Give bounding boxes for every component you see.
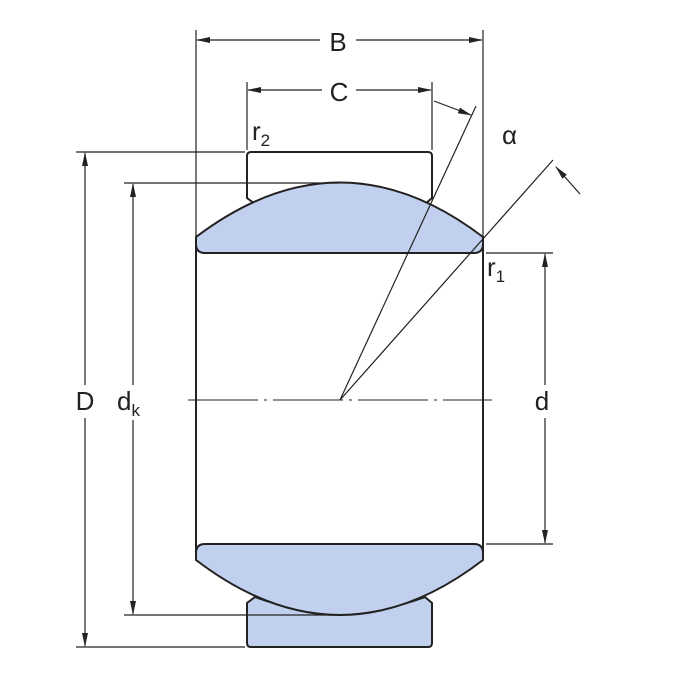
dimension-B <box>195 30 484 237</box>
dimension-D <box>76 151 245 648</box>
label-B: B <box>329 27 346 57</box>
inner-ring-top-section <box>195 181 484 254</box>
dimension-dk <box>124 182 340 616</box>
dimension-d <box>486 252 553 545</box>
tilt-angle-alpha <box>339 100 581 401</box>
label-r1: r1 <box>487 252 505 286</box>
label-dk: dk <box>117 386 140 420</box>
dimension-C <box>246 82 433 150</box>
label-d: d <box>535 386 549 416</box>
label-C: C <box>330 77 349 107</box>
label-D: D <box>76 386 95 416</box>
inner-ring-bottom-section <box>195 543 484 616</box>
label-r2: r2 <box>252 116 270 150</box>
label-alpha: α <box>502 120 517 150</box>
